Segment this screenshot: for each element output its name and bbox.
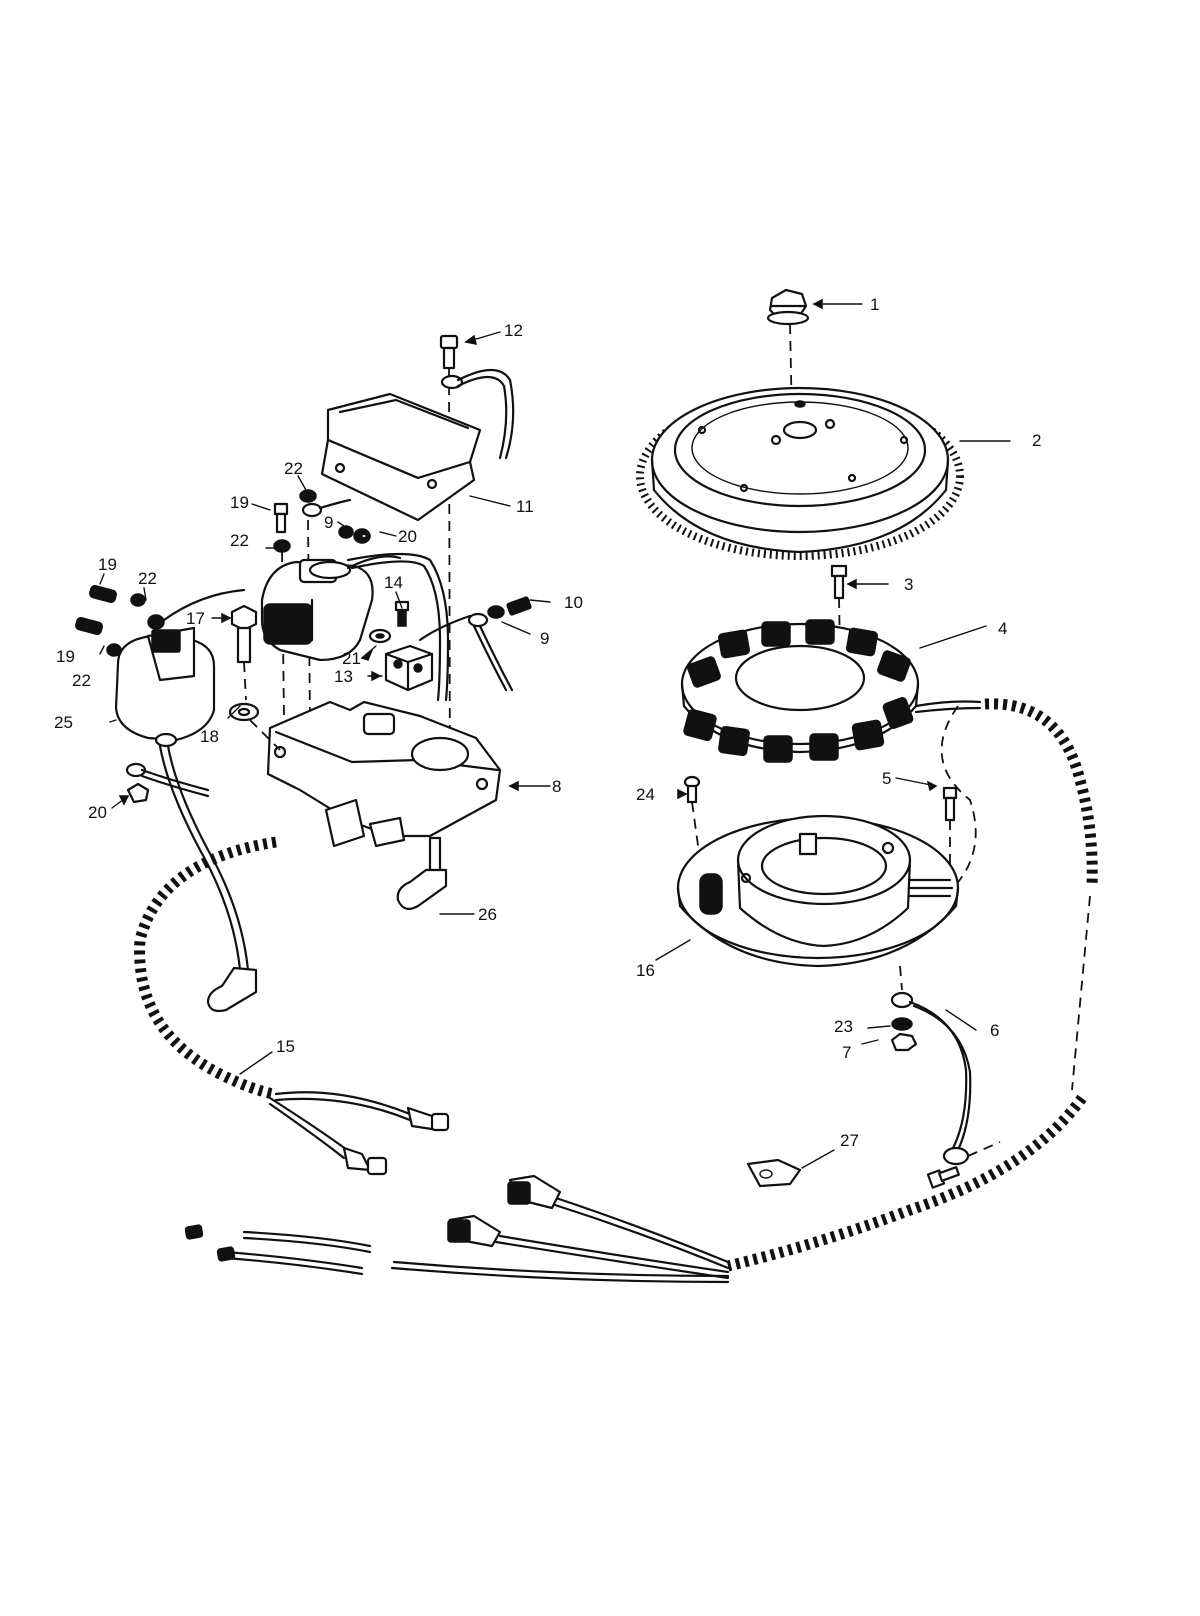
callout-labels: 1 2 3 4 5 6 7 8 9 9 10 11 12 13 14 15 16… [54,295,1041,1150]
terminal-block-13 [384,644,434,692]
callout-19-left-lower: 19 [56,647,75,666]
nut-7 [890,1032,918,1052]
callout-25: 25 [54,713,73,732]
callout-17: 17 [186,609,205,628]
bolt-19-center [273,502,289,534]
callout-19-center: 19 [230,493,249,512]
callout-22-center: 22 [230,531,249,550]
callout-6: 6 [990,1021,999,1040]
lead-20-left [125,762,210,804]
callout-26: 26 [478,905,497,924]
spark-plug-boot-26 [396,836,448,911]
callout-8: 8 [552,777,561,796]
callout-4: 4 [998,619,1007,638]
callout-9-right: 9 [540,629,549,648]
arrowheads [118,298,938,806]
callout-22-top: 22 [284,459,303,478]
bolt-19-left-upper [89,584,246,630]
screw-14 [394,600,410,627]
stator-harness [984,698,1098,887]
callout-2: 2 [1032,431,1041,450]
lower-harness-leads [184,1174,730,1284]
flywheel-nut [766,288,810,421]
callout-20-lower: 20 [88,803,107,822]
flywheel [636,386,964,560]
callout-21: 21 [342,649,361,668]
callout-27: 27 [840,1131,859,1150]
screw-5 [942,786,958,864]
main-harness [134,836,277,1100]
lead-9-10 [418,596,532,692]
callout-14: 14 [384,573,403,592]
ground-screw [926,1166,960,1189]
ignition-coil-center [260,552,450,702]
stator [680,619,982,763]
callout-12: 12 [504,321,523,340]
nut-9-upper [338,525,371,544]
callout-1: 1 [870,295,879,314]
callout-20-upper: 20 [398,527,417,546]
screw-24 [683,775,701,861]
callout-3: 3 [904,575,913,594]
callout-5: 5 [882,769,891,788]
callout-9-upper: 9 [324,513,333,532]
bolt-17 [230,604,258,701]
callout-13: 13 [334,667,353,686]
callout-22-left-upper: 22 [138,569,157,588]
mounting-bracket [266,700,502,848]
callout-10: 10 [564,593,583,612]
nut-22-top [299,489,352,518]
ground-lead [890,991,1001,1166]
callout-23: 23 [834,1017,853,1036]
washer-18 [228,702,281,751]
clip-27 [746,1158,802,1188]
washer-23 [891,1017,913,1031]
callout-11: 11 [516,497,534,516]
switch-box [320,368,515,522]
lower-harness [726,1094,1087,1272]
callout-19-left-upper: 19 [98,555,117,574]
callout-16: 16 [636,961,655,980]
coil-lead [158,744,258,1013]
callout-24: 24 [636,785,655,804]
trigger-base [676,814,960,991]
ignition-coil-left [114,626,216,748]
callout-15: 15 [276,1037,295,1056]
callout-22-left-lower: 22 [72,671,91,690]
callout-18: 18 [200,727,219,746]
harness-branches [268,1091,450,1176]
bolt-19-left-lower [75,616,122,657]
washer-21 [368,628,392,644]
callout-7: 7 [842,1043,851,1062]
washer-22-center [273,519,311,721]
